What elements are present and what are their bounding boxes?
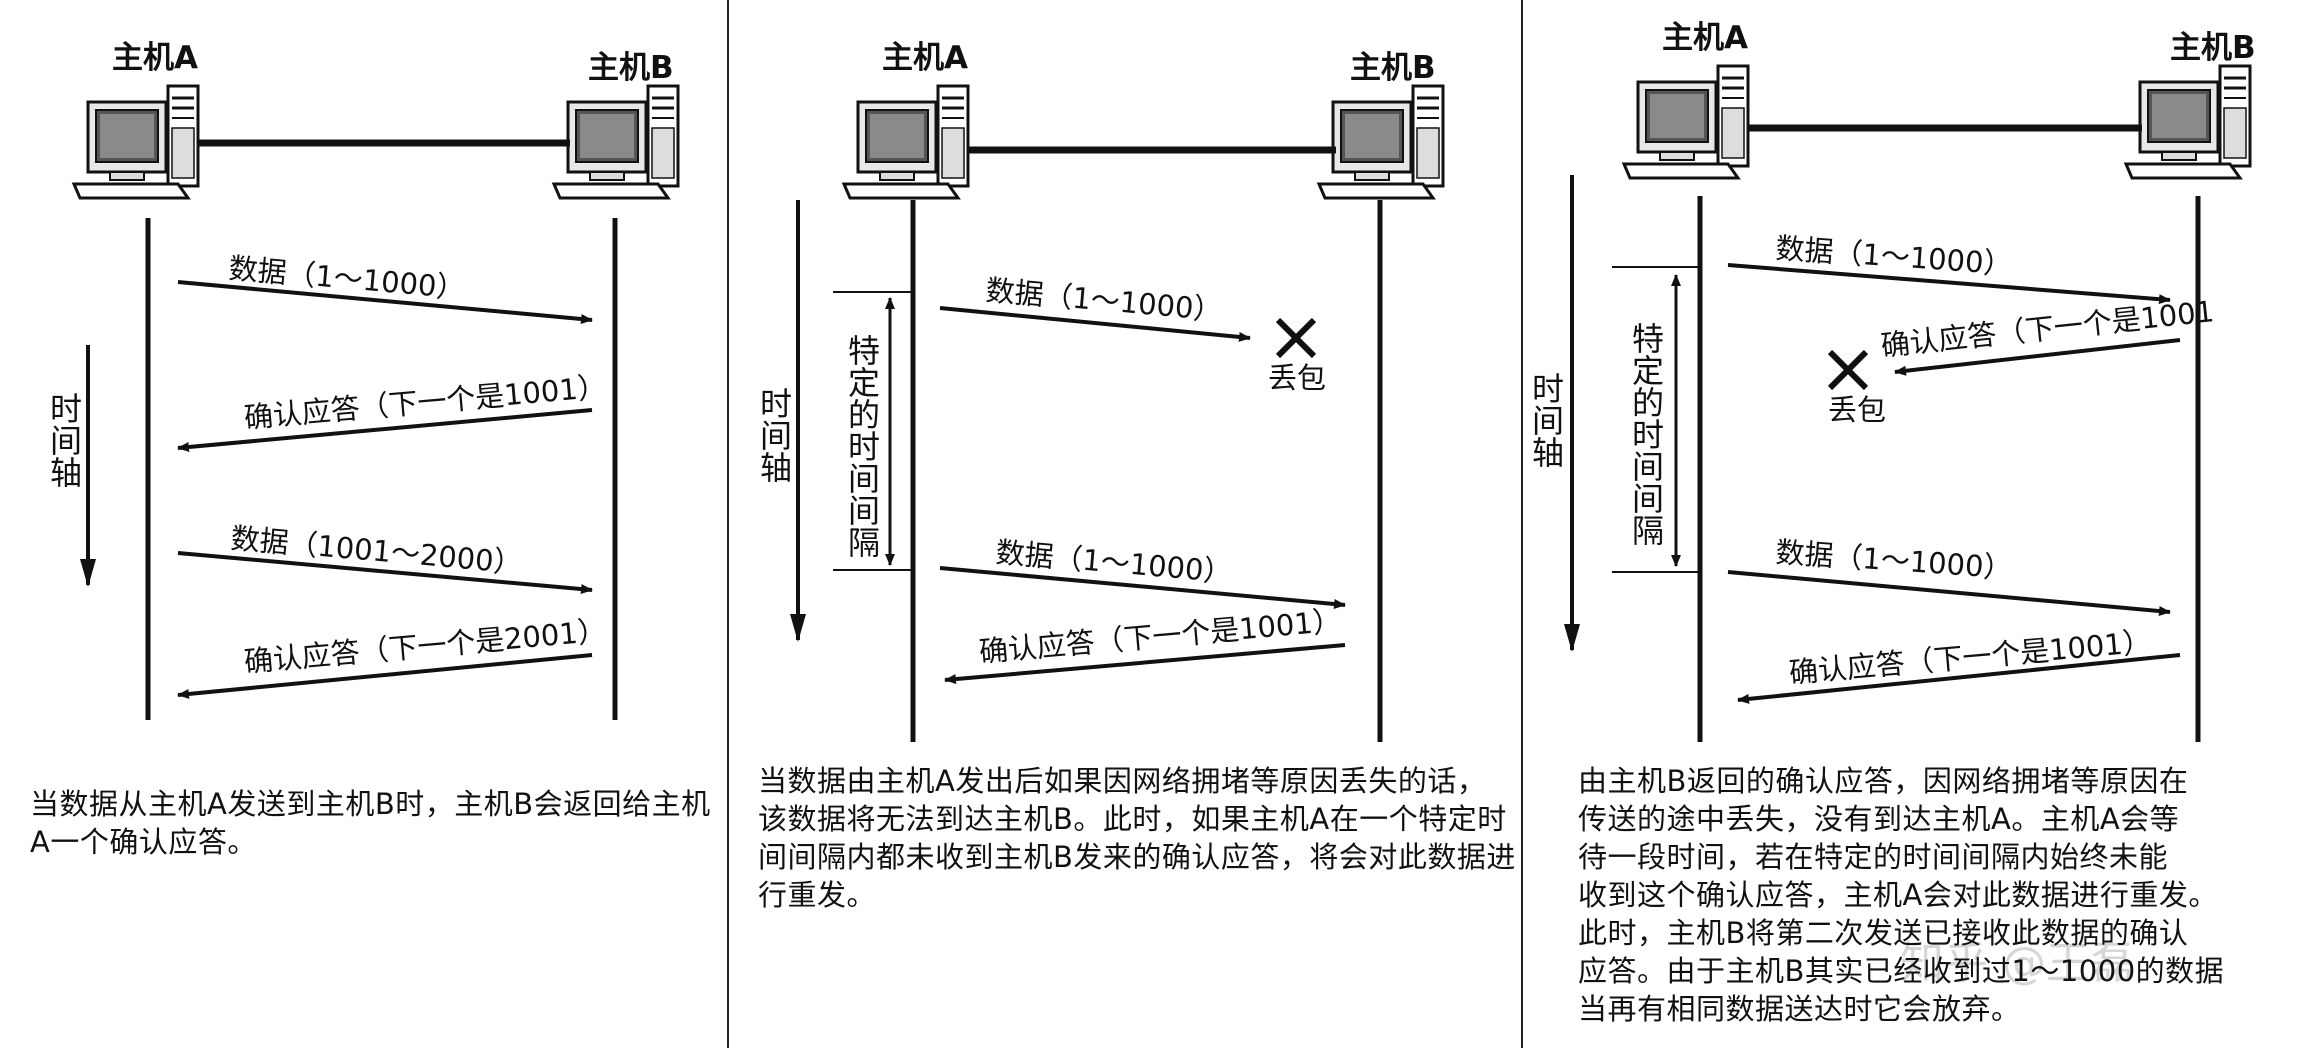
panel-3-caption: 由主机B返回的确认应答，因网络拥堵等原因在 传送的途中丢失，没有到达主机A。主机… <box>1578 762 2298 1028</box>
panel-1-normal-ack: 主机A 主机B 时 间 轴 数据（1～1000） 确认应答（下一个是1001） … <box>50 40 680 720</box>
time-axis-label-3: 轴 <box>760 449 792 487</box>
message-label: 数据（1～1000） <box>984 273 1223 328</box>
packet-loss-label: 丢包 <box>1828 393 1886 427</box>
host-b-computer-icon <box>2124 64 2252 180</box>
message-arrow <box>177 280 593 324</box>
interval-label: 时 <box>1632 416 1664 454</box>
panel-2-caption: 当数据由主机A发出后如果因网络拥堵等原因丢失的话， 该数据将无法到达主机B。此时… <box>758 762 1518 914</box>
time-axis-label-2: 间 <box>1532 402 1564 440</box>
message-arrow <box>177 408 593 452</box>
caption-line: 当数据由主机A发出后如果因网络拥堵等原因丢失的话， <box>758 764 1487 798</box>
interval-label: 的 <box>848 396 880 434</box>
interval-label: 间 <box>848 492 880 530</box>
caption-line: 该数据将无法到达主机B。此时，如果主机A在一个特定时 <box>758 802 1507 836</box>
interval-label: 定 <box>1632 352 1664 390</box>
message-label: 确认应答（下一个是1001） <box>978 603 1343 669</box>
host-b-label: 主机B <box>588 50 674 86</box>
message-arrow <box>1894 338 2181 376</box>
message-arrow <box>177 653 593 699</box>
host-a-label: 主机A <box>112 40 198 76</box>
time-axis-label-3: 轴 <box>50 454 82 492</box>
interval-label: 隔 <box>1632 512 1664 550</box>
message-label: 数据（1～1000） <box>1775 231 2014 281</box>
host-a-computer-icon <box>72 84 200 200</box>
host-a-label: 主机A <box>882 40 968 76</box>
packet-loss-x-icon <box>1275 317 1317 359</box>
interval-label: 间 <box>1632 480 1664 518</box>
caption-line: 传送的途中丢失，没有到达主机A。主机A会等 <box>1578 802 2180 836</box>
host-a-label: 主机A <box>1662 20 1748 56</box>
packet-loss-x-icon <box>1827 349 1869 391</box>
interval-label: 间 <box>1632 448 1664 486</box>
time-axis-label-1: 时 <box>1532 370 1564 408</box>
host-b-label: 主机B <box>2170 30 2256 66</box>
caption-line: 当数据从主机A发送到主机B时，主机B会返回给主机 <box>30 787 711 821</box>
caption-line: 由主机B返回的确认应答，因网络拥堵等原因在 <box>1578 764 2189 798</box>
host-a-computer-icon <box>842 84 970 200</box>
message-label: 确认应答（下一个是1001） <box>1788 624 2153 690</box>
interval-label: 特 <box>1632 320 1664 358</box>
host-b-computer-icon <box>552 84 680 200</box>
time-axis-label-2: 间 <box>50 422 82 460</box>
panel-2-data-loss: 主机A 主机B 时 间 轴 特 定 的 时 间 间 隔 数据（1～1000） 丢… <box>760 40 1445 742</box>
caption-line: 间间隔内都未收到主机B发来的确认应答，将会对此数据进 <box>758 840 1516 874</box>
time-axis-label-1: 时 <box>760 385 792 423</box>
message-arrow <box>1727 263 2171 305</box>
caption-line: 待一段时间，若在特定的时间间隔内始终未能 <box>1578 840 2169 874</box>
message-label: 数据（1～1000） <box>994 535 1233 590</box>
caption-line: 收到这个确认应答，主机A会对此数据进行重发。 <box>1578 878 2218 912</box>
caption-line: 当再有相同数据送达时它会放弃。 <box>1578 992 2021 1026</box>
host-b-computer-icon <box>1317 84 1445 200</box>
caption-line: A一个确认应答。 <box>30 825 257 859</box>
message-arrow <box>944 643 1346 685</box>
caption-line: 此时，主机B将第二次发送已接收此数据的确认 <box>1578 916 2189 950</box>
panel-1-caption: 当数据从主机A发送到主机B时，主机B会返回给主机 A一个确认应答。 <box>30 785 720 861</box>
interval-label: 的 <box>1632 384 1664 422</box>
message-arrow <box>177 551 593 595</box>
message-arrow <box>1727 570 2171 616</box>
host-b-label: 主机B <box>1350 50 1436 86</box>
interval-label: 特 <box>848 332 880 370</box>
interval-label: 定 <box>848 364 880 402</box>
time-axis-label-3: 轴 <box>1532 434 1564 472</box>
caption-line: 行重发。 <box>758 878 877 912</box>
host-a-computer-icon <box>1622 64 1750 180</box>
time-axis-label-2: 间 <box>760 417 792 455</box>
interval-label: 间 <box>848 460 880 498</box>
caption-line: 应答。由于主机B其实已经收到过1～1000的数据 <box>1578 954 2225 988</box>
message-arrow <box>939 306 1251 342</box>
packet-loss-label: 丢包 <box>1268 361 1326 395</box>
message-label: 确认应答（下一个是1001 <box>1879 294 2216 363</box>
message-arrow <box>1737 653 2181 704</box>
time-axis-label-1: 时 <box>50 390 82 428</box>
interval-label: 时 <box>848 428 880 466</box>
watermark-text: 知乎 @王磊 <box>1900 938 2134 989</box>
interval-label: 隔 <box>848 524 880 562</box>
message-arrow <box>939 566 1346 609</box>
